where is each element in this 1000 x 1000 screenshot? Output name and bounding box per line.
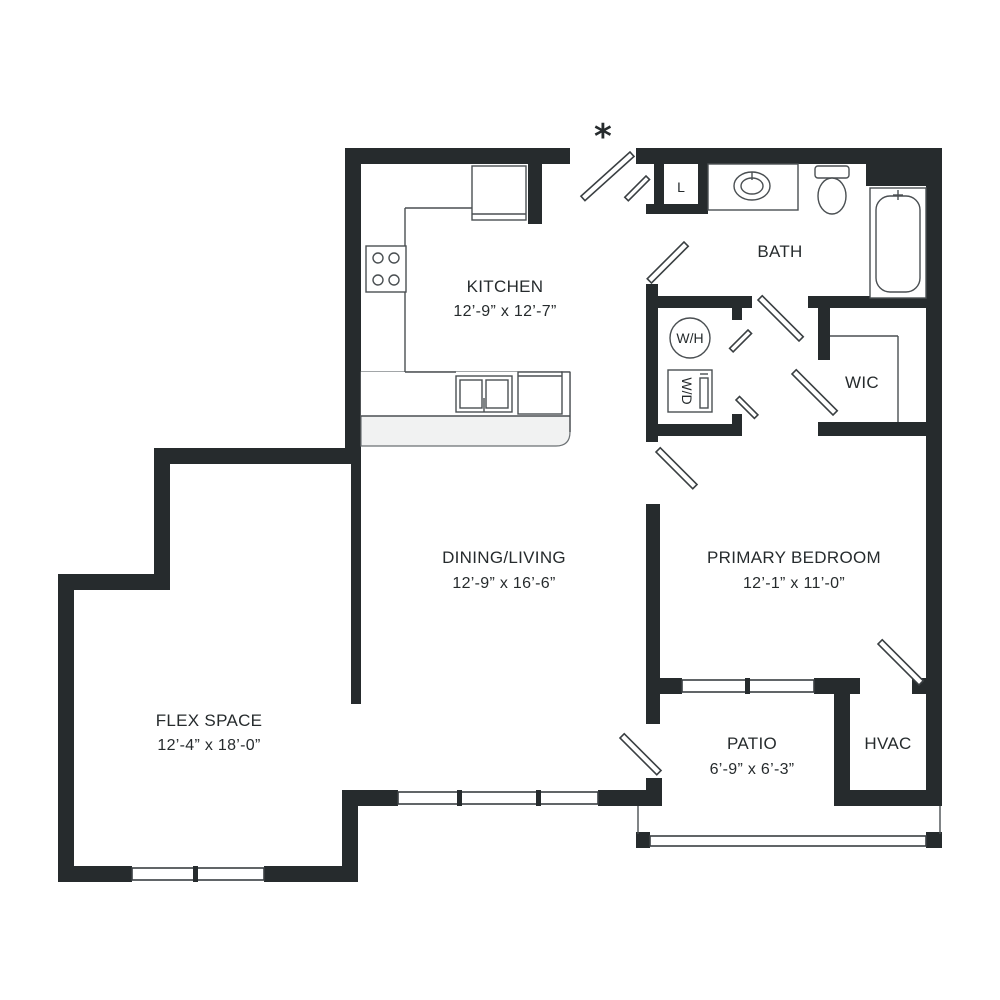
wall-living-bottom-left bbox=[342, 790, 398, 806]
washer-dryer-label: W/D bbox=[679, 377, 695, 404]
patio-name: PATIO bbox=[727, 734, 777, 753]
laundry-door-lower bbox=[734, 395, 760, 420]
entry-door bbox=[579, 150, 636, 202]
wall-flex-top bbox=[154, 448, 361, 464]
wall-living-left bbox=[351, 448, 361, 704]
wall-linen-bottom bbox=[646, 204, 708, 214]
doors bbox=[579, 150, 925, 776]
wall-flex-bottom-right bbox=[264, 866, 358, 882]
wall-laundry-top bbox=[646, 296, 752, 308]
wall-patio-corner bbox=[646, 778, 662, 806]
wall-flex-left-upper bbox=[154, 448, 170, 590]
wall-bedroom-left bbox=[646, 504, 660, 724]
wall-wic-top bbox=[808, 296, 942, 308]
wall-bedroom-bottom-left bbox=[646, 678, 682, 694]
patio-railing-bottom bbox=[649, 835, 927, 847]
wall-hvac-left bbox=[834, 678, 850, 806]
kitchen-name: KITCHEN bbox=[467, 277, 544, 296]
wall-linen-right bbox=[698, 162, 708, 212]
range bbox=[365, 245, 407, 293]
wall-right bbox=[926, 148, 942, 806]
wall-top-bath bbox=[636, 148, 942, 164]
wall-laundry-stub1 bbox=[732, 308, 742, 320]
wic-name: WIC bbox=[845, 373, 879, 392]
dishwasher bbox=[517, 371, 563, 415]
wall-flex-step bbox=[58, 574, 170, 590]
wall-wic-bottom bbox=[818, 422, 942, 436]
primary-bedroom-name: PRIMARY BEDROOM bbox=[707, 548, 881, 567]
water-heater-label: W/H bbox=[676, 330, 703, 346]
flex-space-dims: 12’-4” x 18’-0” bbox=[157, 737, 260, 754]
wall-laundry-stub2 bbox=[732, 414, 742, 426]
wall-linen-left bbox=[654, 162, 664, 212]
patio-dims: 6’-9” x 6’-3” bbox=[710, 761, 795, 778]
bedroom-bath-door bbox=[756, 294, 805, 343]
wall-flex-bottom-left bbox=[58, 866, 132, 882]
wall-wic-left bbox=[818, 296, 830, 360]
linen-door bbox=[623, 174, 651, 202]
patio-door bbox=[618, 732, 663, 776]
flex-space-name: FLEX SPACE bbox=[156, 711, 263, 730]
patio-post-left bbox=[636, 832, 650, 848]
entry-marker: * bbox=[594, 117, 612, 157]
bathtub bbox=[869, 187, 927, 299]
walls bbox=[58, 148, 942, 882]
linen-closet-label: L bbox=[677, 179, 685, 195]
dining-living-dims: 12’-9” x 16’-6” bbox=[452, 575, 555, 592]
wall-flex-left bbox=[58, 574, 74, 882]
kitchen-dims: 12’-9” x 12’-7” bbox=[453, 303, 556, 320]
water-heater bbox=[669, 317, 711, 359]
bath-door bbox=[646, 240, 690, 285]
wall-laundry-bottom bbox=[646, 424, 742, 436]
window-living-bottom bbox=[397, 791, 599, 805]
wall-hvac-bottom bbox=[834, 790, 942, 806]
laundry-door-upper bbox=[728, 328, 753, 354]
laundry-fixtures bbox=[667, 317, 713, 413]
wall-top-kitchen bbox=[345, 148, 570, 164]
dining-living-name: DINING/LIVING bbox=[442, 548, 566, 567]
primary-bedroom-dims: 12’-1” x 11’-0” bbox=[743, 575, 845, 592]
bedroom-door bbox=[654, 446, 699, 490]
hvac-name: HVAC bbox=[864, 734, 911, 753]
windows bbox=[131, 678, 941, 882]
washer-dryer bbox=[667, 369, 713, 413]
wall-living-bottom-right bbox=[598, 790, 660, 806]
wall-kitchen-stub bbox=[528, 148, 542, 224]
wic-shelves bbox=[830, 335, 899, 422]
wall-kitchen-left bbox=[345, 148, 361, 462]
toilet-tank bbox=[814, 165, 850, 179]
wic-door bbox=[790, 368, 839, 417]
hvac-door bbox=[876, 638, 925, 687]
bath-name: BATH bbox=[757, 242, 802, 261]
toilet-bowl bbox=[817, 177, 847, 215]
patio-post-right bbox=[926, 832, 942, 848]
bath-fixtures bbox=[707, 163, 927, 299]
kitchen-fixtures bbox=[360, 165, 571, 447]
wall-laundry-left bbox=[646, 284, 658, 442]
refrigerator bbox=[471, 165, 527, 221]
wall-flex-right bbox=[342, 790, 358, 882]
